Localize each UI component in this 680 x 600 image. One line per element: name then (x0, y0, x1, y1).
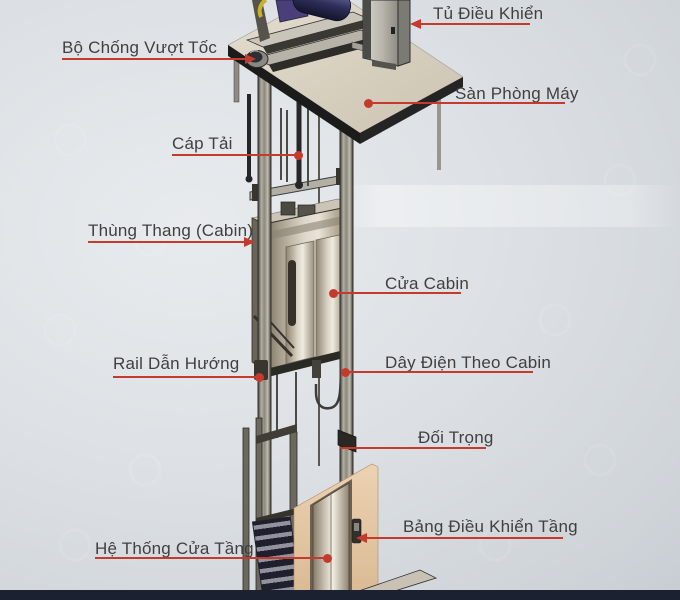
cable-bracket (312, 360, 321, 378)
hoist-motor (292, 0, 352, 22)
cabinet-handle (391, 27, 395, 34)
leader-line-hoist-cable (172, 150, 303, 160)
counterweight-assembly (242, 417, 303, 600)
hoist-ropes (245, 94, 309, 189)
bottom-bar (0, 590, 680, 600)
leader-arrow-left-icon (410, 19, 421, 29)
leader-line-governor (62, 54, 256, 64)
leader-arrow-left-icon (356, 533, 367, 543)
cabin-door-lintel (268, 214, 352, 240)
cabin-door-edge (288, 260, 296, 326)
background-light-band (340, 185, 680, 227)
counterweight-bracket (337, 429, 357, 453)
platform-leg-left (233, 55, 240, 103)
leader-dot-icon (255, 372, 264, 382)
label-landing-door: Hệ Thống Cửa Tầng (95, 539, 254, 558)
leader-line-travel-cable (341, 367, 533, 377)
leader-line-counterweight (340, 447, 486, 449)
leader-dot-icon (329, 288, 338, 298)
label-counterweight: Đối Trọng (418, 428, 494, 447)
leader-line-guide-rail (113, 372, 264, 382)
cabin-base (264, 348, 352, 378)
leader-dot-icon (294, 150, 303, 160)
label-machine-floor: Sàn Phòng Máy (455, 84, 579, 103)
label-travel-cable: Dây Điện Theo Cabin (385, 353, 552, 372)
counterweight-top-beam (256, 424, 297, 444)
sheave-rim (257, 0, 268, 18)
floor-edge-left (228, 45, 360, 144)
label-guide-rail: Rail Dẫn Hướng (113, 354, 240, 373)
leader-line-floor-panel (356, 533, 563, 543)
leader-dot-icon (323, 553, 332, 563)
floor-edge-right (360, 77, 463, 144)
leader-dot-icon (341, 367, 350, 377)
label-hoist-cable: Cáp Tải (172, 134, 233, 153)
leader-arrow-right-icon (244, 237, 255, 247)
leader-line-controller (410, 19, 530, 29)
machine-support (252, 0, 270, 42)
watermark-circles (43, 43, 657, 562)
machine-room (227, 0, 464, 170)
control-cabinet-side (397, 0, 411, 67)
label-governor: Bộ Chống Vượt Tốc (62, 38, 218, 57)
label-floor-panel: Bảng Điều Khiển Tầng (403, 517, 578, 536)
label-controller: Tủ Điều Khiển (433, 4, 544, 23)
leader-dot-icon (364, 98, 373, 108)
label-cabin: Thùng Thang (Cabin) (88, 221, 254, 240)
leader-line-cabin-door (329, 288, 461, 298)
label-cabin-door: Cửa Cabin (385, 274, 470, 293)
leader-line-machine-floor (364, 98, 565, 108)
leader-line-cabin (88, 237, 255, 247)
leader-line-landing-door (95, 553, 332, 563)
platform-leg-right (437, 85, 441, 170)
leader-arrow-right-icon (245, 54, 256, 64)
